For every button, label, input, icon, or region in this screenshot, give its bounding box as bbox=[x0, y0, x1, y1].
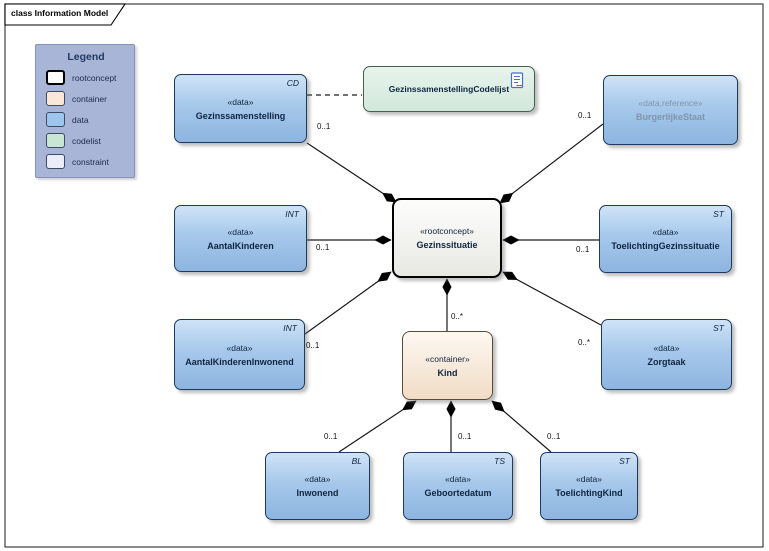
connector-toelichtingkind-kind[interactable] bbox=[492, 400, 552, 453]
stereotype: «data» bbox=[653, 342, 680, 353]
node-zorgtaak[interactable]: ST «data» Zorgtaak bbox=[601, 319, 732, 390]
node-name: Inwonend bbox=[296, 488, 339, 498]
node-gezinssituatie[interactable]: «rootconcept» Gezinssituatie bbox=[392, 198, 502, 278]
stereotype: «data» bbox=[227, 226, 254, 237]
stereotype: «data,reference» bbox=[638, 98, 703, 108]
connector-burgerlijkestaat-gezinssituatie[interactable] bbox=[500, 123, 604, 204]
type-tag: INT bbox=[283, 323, 297, 333]
legend-title: Legend bbox=[67, 51, 105, 63]
legend-item-container: container bbox=[46, 91, 126, 106]
multiplicity-toelichtinggezinssituatie: 0..1 bbox=[576, 245, 590, 254]
connector-gezinssamenstelling-gezinssituatie[interactable] bbox=[306, 142, 396, 203]
multiplicity-burgerlijkestaat: 0..1 bbox=[578, 111, 592, 120]
legend-item-label: data bbox=[72, 114, 89, 125]
constraint-swatch bbox=[46, 154, 65, 169]
legend[interactable]: Legend rootconcept container data codeli… bbox=[35, 44, 135, 178]
stereotype: «data» bbox=[227, 96, 254, 107]
node-gezinssamenstelling[interactable]: CD «data» Gezinssamenstelling bbox=[174, 74, 307, 143]
multiplicity-aantalkinderen: 0..1 bbox=[316, 243, 330, 252]
node-toelichtingkind[interactable]: ST «data» ToelichtingKind bbox=[540, 452, 638, 520]
node-toelichtinggezinssituatie[interactable]: ST «data» ToelichtingGezinssituatie bbox=[599, 205, 732, 273]
multiplicity-inwonend: 0..1 bbox=[324, 432, 338, 441]
type-tag: INT bbox=[285, 209, 299, 219]
multiplicity-geboortedatum: 0..1 bbox=[458, 432, 472, 441]
node-geboortedatum[interactable]: TS «data» Geboortedatum bbox=[403, 452, 513, 520]
stereotype: «container» bbox=[425, 353, 470, 364]
type-tag: BL bbox=[351, 456, 362, 466]
type-tag: ST bbox=[619, 456, 630, 466]
node-gezinssamenstellingcodelijst[interactable]: GezinssamenstellingCodelijst bbox=[363, 66, 535, 112]
multiplicity-aantalkindereninwonend: 0..1 bbox=[306, 341, 320, 350]
type-tag: ST bbox=[713, 323, 724, 333]
diagram-frame-border bbox=[4, 3, 764, 548]
connector-zorgtaak-gezinssituatie[interactable] bbox=[503, 271, 602, 326]
node-name: GezinssamenstellingCodelijst bbox=[388, 84, 510, 94]
legend-item-label: codelist bbox=[72, 135, 101, 146]
legend-item-rootconcept: rootconcept bbox=[46, 70, 126, 85]
node-name: Gezinssituatie bbox=[416, 240, 478, 250]
document-icon bbox=[510, 72, 524, 89]
legend-item-data: data bbox=[46, 112, 126, 127]
node-name: AantalKinderen bbox=[207, 240, 274, 251]
node-burgerlijkestaat[interactable]: «data,reference» BurgerlijkeStaat bbox=[603, 75, 738, 145]
stereotype: «data» bbox=[576, 474, 602, 484]
node-name: Kind bbox=[437, 367, 458, 378]
container-swatch bbox=[46, 91, 65, 106]
legend-item-constraint: constraint bbox=[46, 154, 126, 169]
node-kind[interactable]: «container» Kind bbox=[402, 331, 493, 400]
legend-item-label: container bbox=[72, 93, 107, 104]
stereotype: «data» bbox=[445, 474, 471, 484]
stereotype: «rootconcept» bbox=[420, 226, 474, 236]
node-name: BurgerlijkeStaat bbox=[635, 112, 706, 122]
type-tag: CD bbox=[286, 78, 299, 88]
node-name: Zorgtaak bbox=[647, 356, 686, 367]
node-name: ToelichtingGezinssituatie bbox=[611, 241, 720, 251]
stereotype: «data» bbox=[652, 227, 679, 237]
node-aantalkinderen[interactable]: INT «data» AantalKinderen bbox=[174, 205, 307, 272]
diagram-tab bbox=[4, 3, 127, 26]
stereotype: «data» bbox=[226, 342, 253, 353]
data-swatch bbox=[46, 112, 65, 127]
multiplicity-toelichtingkind: 0..1 bbox=[547, 432, 561, 441]
legend-item-label: constraint bbox=[72, 156, 109, 167]
node-inwonend[interactable]: BL «data» Inwonend bbox=[265, 452, 370, 520]
type-tag: ST bbox=[713, 209, 724, 219]
node-name: ToelichtingKind bbox=[555, 488, 623, 498]
node-name: AantalKinderenInwonend bbox=[185, 356, 294, 367]
multiplicity-kind: 0..* bbox=[451, 312, 464, 321]
stereotype: «data» bbox=[304, 474, 331, 484]
node-name: Geboortedatum bbox=[424, 488, 492, 498]
rootconcept-swatch bbox=[46, 70, 65, 85]
multiplicity-gezinssamenstelling: 0..1 bbox=[317, 122, 331, 131]
node-aantalkindereninwonend[interactable]: INT «data» AantalKinderenInwonend bbox=[174, 319, 305, 390]
multiplicity-zorgtaak: 0..* bbox=[578, 338, 591, 347]
connector-inwonend-kind[interactable] bbox=[338, 400, 416, 453]
codelist-swatch bbox=[46, 133, 65, 148]
connector-aantalkindereninwonend-gezinssituatie[interactable] bbox=[304, 271, 391, 335]
diagram-frame-title: class Information Model bbox=[11, 8, 109, 18]
legend-item-codelist: codelist bbox=[46, 133, 126, 148]
node-name: Gezinssamenstelling bbox=[195, 110, 286, 121]
type-tag: TS bbox=[494, 456, 505, 466]
legend-item-label: rootconcept bbox=[72, 72, 117, 83]
